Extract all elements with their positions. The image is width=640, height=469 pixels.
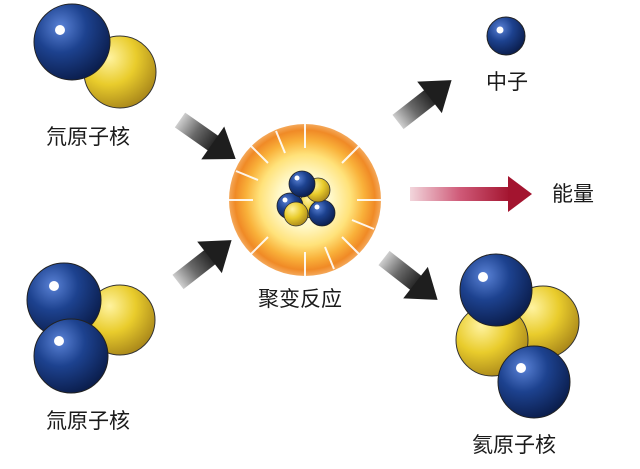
fusion-reaction-icon (229, 124, 381, 276)
tritium-nucleus-icon (26, 262, 156, 394)
energy-arrow-icon (410, 176, 532, 212)
arrow-icon (378, 250, 438, 300)
arrow-icon (392, 80, 452, 130)
helium-label: 氦原子核 (472, 433, 556, 457)
deuterium-label: 氘原子核 (46, 125, 130, 149)
arrow-icon (174, 112, 236, 160)
neutron-icon (486, 16, 526, 56)
arrow-icon (172, 240, 232, 290)
deuterium-nucleus-icon (33, 3, 157, 109)
energy-label: 能量 (552, 182, 594, 206)
neutron-label: 中子 (486, 70, 528, 94)
tritium-label: 氚原子核 (46, 409, 130, 433)
fusion-label: 聚变反应 (258, 287, 342, 311)
helium-nucleus-icon (455, 253, 580, 419)
